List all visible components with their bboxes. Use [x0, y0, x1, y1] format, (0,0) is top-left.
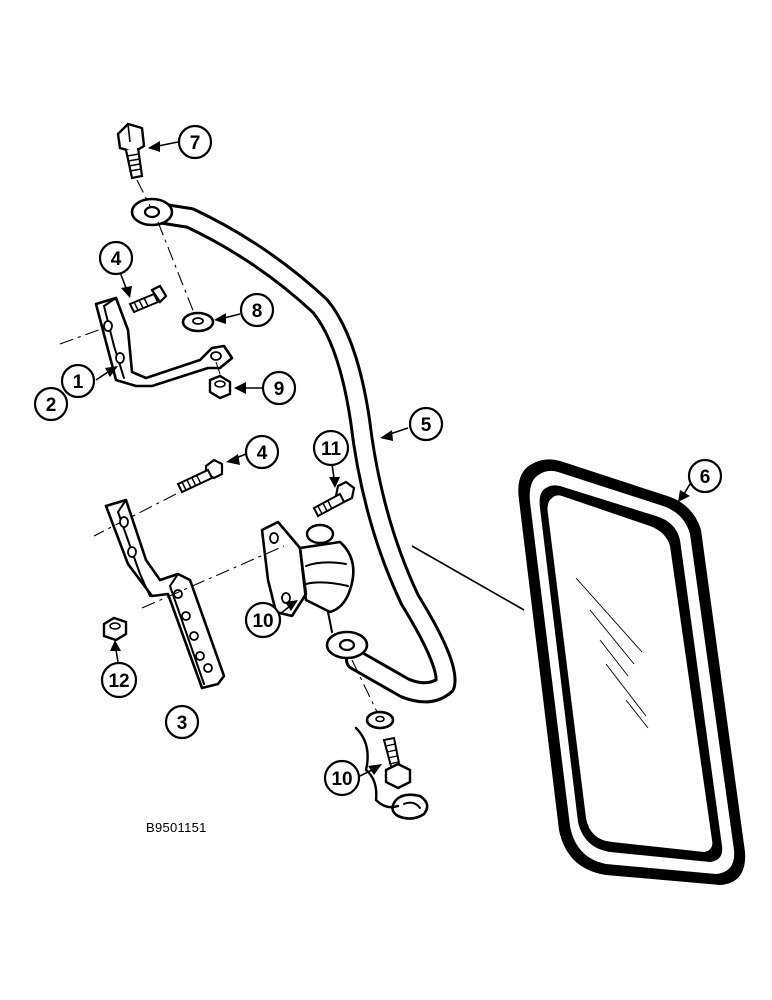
centerline-bolt-7 [136, 179, 151, 207]
callout-10-lower: 10 [323, 759, 361, 797]
nut-12 [102, 616, 128, 642]
callout-6: 6 [687, 458, 723, 494]
pivot-bracket-10 [260, 520, 355, 633]
bolt-4-lower [176, 458, 224, 494]
centerline-upper-bracket [59, 327, 105, 345]
drawing-reference-code: B9501151 [146, 820, 207, 835]
callout-11: 11 [312, 429, 350, 467]
callout-4-upper: 4 [98, 240, 134, 276]
callout-5: 5 [408, 406, 444, 442]
lower-washer [365, 710, 395, 730]
svg-text:10: 10 [331, 769, 352, 790]
upper-bracket-1 [94, 296, 234, 388]
mirror-arm-tube [141, 201, 457, 704]
svg-text:9: 9 [274, 379, 285, 400]
centerline-upper-arm [157, 221, 197, 319]
callout-4-lower: 4 [244, 434, 280, 470]
svg-text:4: 4 [111, 249, 122, 270]
arm-upper-eye [130, 197, 174, 227]
lower-bracket-3 [104, 498, 226, 690]
spring-clip [354, 726, 429, 820]
centerline-pivot-mount [141, 545, 285, 609]
washer-8 [181, 311, 215, 333]
svg-text:12: 12 [108, 671, 129, 692]
callout-3: 3 [164, 704, 200, 740]
svg-text:7: 7 [190, 133, 201, 154]
svg-text:5: 5 [421, 415, 432, 436]
arm-lower-eye [325, 630, 369, 660]
bolt-11 [312, 480, 356, 518]
svg-text:10: 10 [252, 611, 273, 632]
svg-text:11: 11 [321, 439, 342, 460]
callout-1: 1 [60, 363, 96, 399]
bolt-7 [116, 122, 146, 180]
centerline-nut-9 [215, 361, 221, 375]
svg-text:8: 8 [252, 301, 263, 322]
bolt-4-upper [128, 284, 168, 314]
callout-12: 12 [100, 661, 138, 699]
mirror-head-6 [518, 459, 746, 886]
callout-leaders [95, 141, 691, 777]
callout-7: 7 [177, 124, 213, 160]
svg-text:4: 4 [257, 443, 268, 464]
centerline-lower-arm [351, 659, 379, 715]
svg-text:1: 1 [73, 372, 84, 393]
leader-arm-to-mirror [411, 545, 525, 611]
callout-8: 8 [239, 292, 275, 328]
callout-9: 9 [261, 370, 297, 406]
lower-bolt-10 [382, 736, 412, 790]
callout-10-pivot: 10 [244, 601, 282, 639]
svg-text:6: 6 [700, 467, 711, 488]
nut-9 [208, 374, 232, 400]
svg-text:2: 2 [46, 395, 57, 416]
callout-2: 2 [33, 386, 69, 422]
svg-text:3: 3 [177, 713, 188, 734]
centerline-lower-bolt [93, 493, 177, 537]
